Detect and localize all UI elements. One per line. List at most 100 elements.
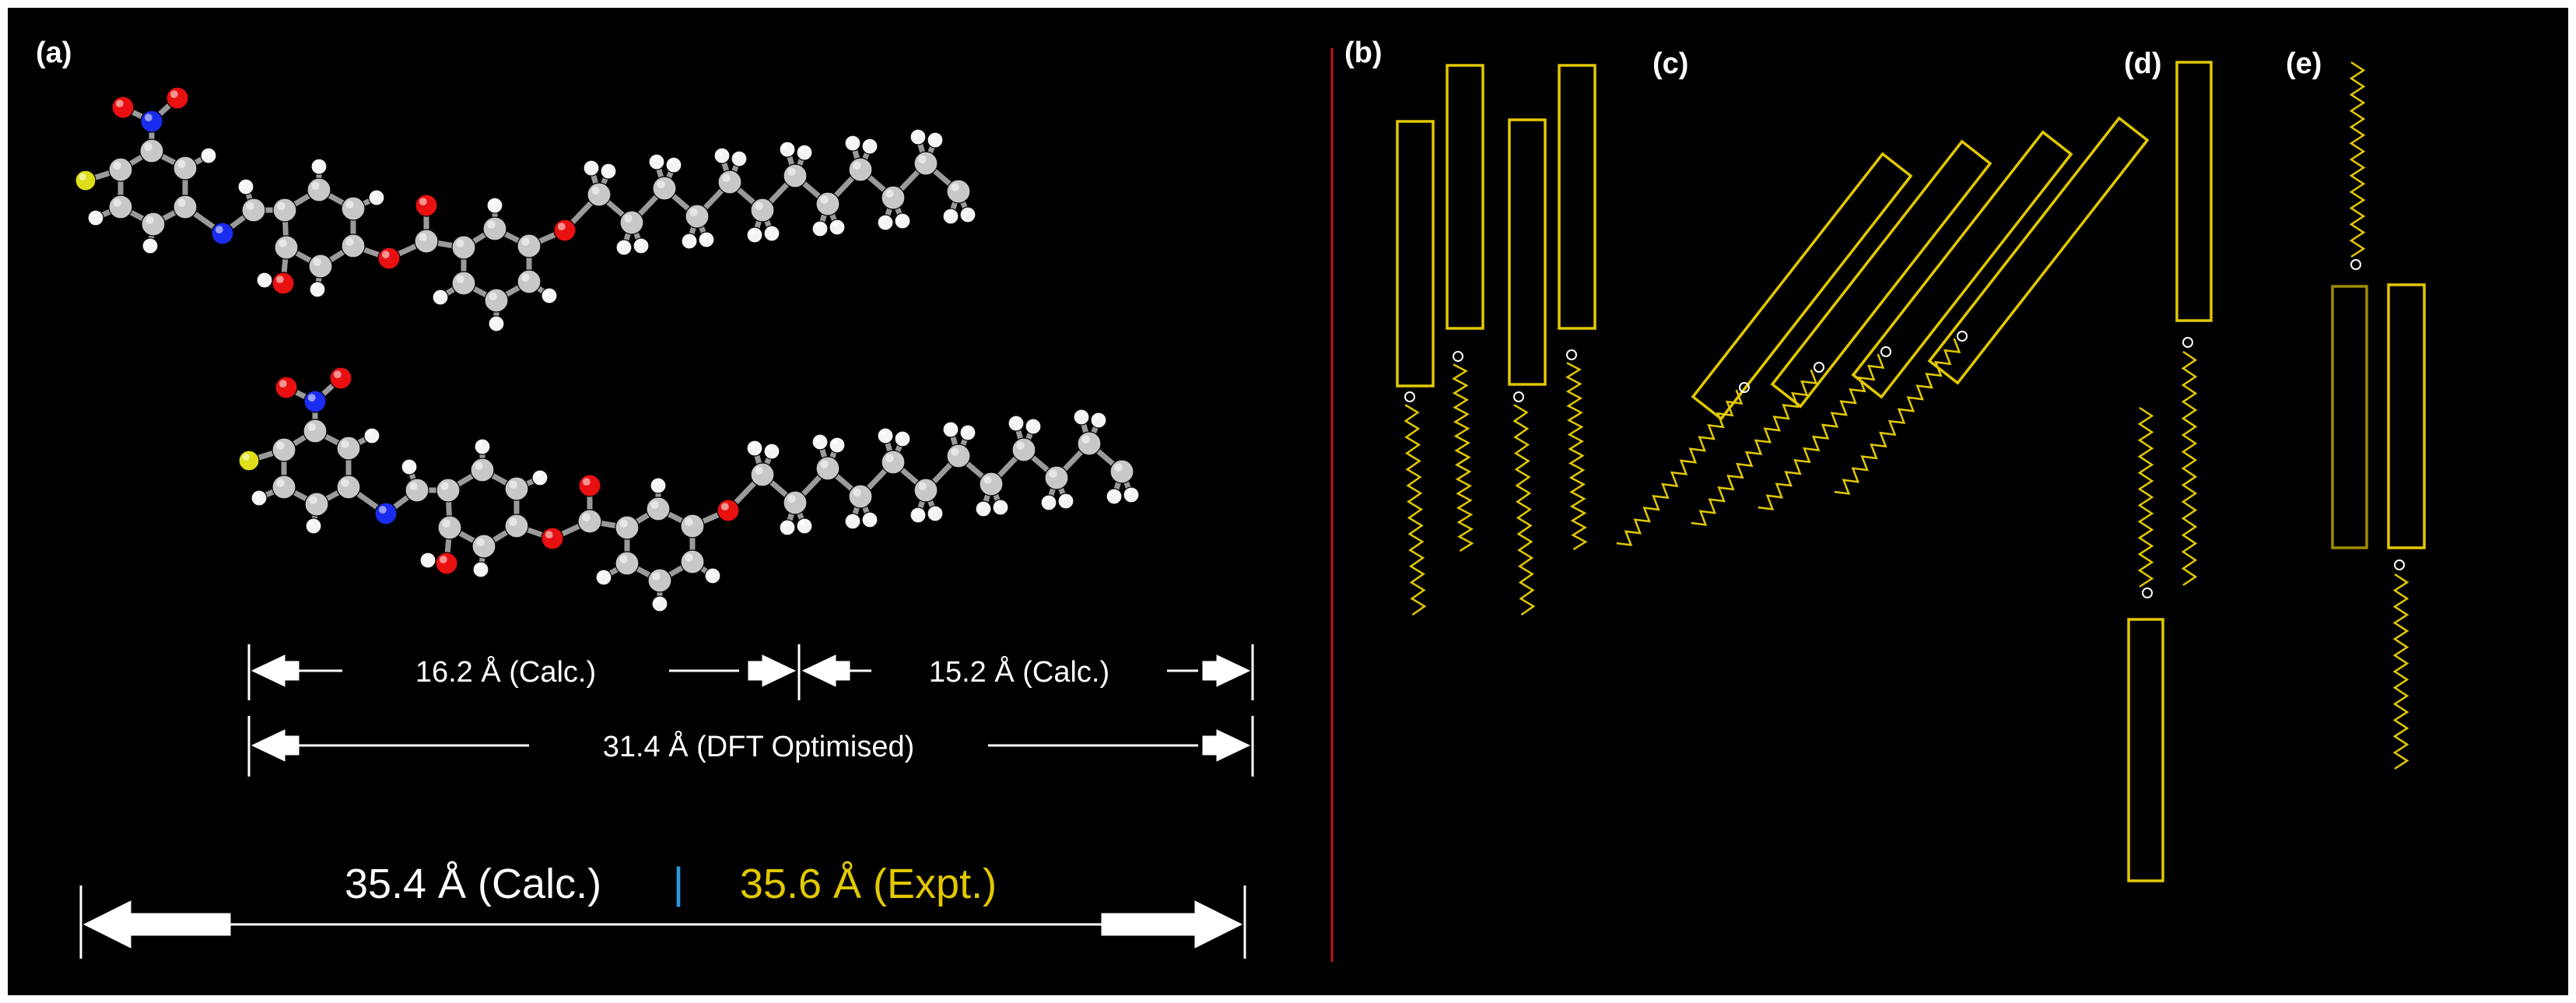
alkyl-chain bbox=[1758, 353, 1885, 510]
carbon-atom bbox=[619, 210, 644, 235]
carbon-atom bbox=[108, 157, 133, 182]
mesogen-core bbox=[2175, 61, 2213, 322]
carbon-atom-highlight bbox=[313, 258, 321, 266]
carbon-atom bbox=[750, 198, 775, 223]
nitrogen-atom-highlight bbox=[215, 226, 223, 233]
hydrogen-atom bbox=[942, 208, 959, 225]
carbon-atom-highlight bbox=[650, 500, 659, 509]
hydrogen-atom bbox=[779, 519, 796, 536]
carbon-atom bbox=[241, 198, 266, 223]
hydrogen-atom-highlight bbox=[475, 564, 482, 570]
mesogen-core bbox=[1927, 116, 2150, 385]
carbon-atom bbox=[815, 191, 840, 216]
mesogen-stack-e bbox=[2331, 283, 2426, 549]
panel-e-label: (e) bbox=[2286, 47, 2322, 80]
carbon-atom-highlight bbox=[345, 200, 354, 209]
alkyl-chains-b bbox=[1404, 349, 1588, 616]
panel-d: (d) bbox=[2124, 47, 2213, 882]
hydrogen-atom bbox=[1057, 493, 1074, 510]
hydrogen-atom-highlight bbox=[544, 290, 550, 296]
carbon-atom bbox=[881, 450, 906, 475]
carbon-atom-highlight bbox=[1049, 469, 1057, 478]
carbon-atom-highlight bbox=[509, 480, 517, 489]
carbon-atom bbox=[646, 496, 671, 521]
mesogen-core bbox=[1508, 118, 1547, 386]
carbon-atom-highlight bbox=[456, 275, 464, 283]
dim-label-dft: 31.4 Å (DFT Optimised) bbox=[603, 729, 915, 763]
carbon-atom bbox=[848, 484, 873, 509]
ester-oxygen-icon bbox=[1814, 362, 1824, 373]
carbon-atom-highlight bbox=[755, 202, 763, 210]
carbon-atom-highlight bbox=[657, 180, 665, 188]
oxygen-atom bbox=[541, 527, 564, 550]
hydrogen-atom-highlight bbox=[422, 555, 429, 560]
carbon-atom-highlight bbox=[113, 198, 121, 207]
hydrogen-atom bbox=[894, 430, 911, 447]
hydrogen-atom bbox=[486, 197, 503, 214]
alkyl-chain bbox=[1691, 369, 1818, 526]
arrowhead-right-icon bbox=[1101, 900, 1243, 949]
hydrogen-atom-highlight bbox=[701, 234, 707, 240]
hydrogen-atom bbox=[472, 561, 489, 578]
carbon-atom-highlight bbox=[591, 186, 600, 195]
carbon-atom-highlight bbox=[755, 466, 763, 475]
carbon-atom-highlight bbox=[177, 160, 186, 168]
alkyl-chain bbox=[2137, 406, 2154, 588]
carbon-atom bbox=[272, 475, 296, 500]
mesogen-core bbox=[1691, 152, 1913, 421]
hydrogen-atom bbox=[310, 158, 328, 175]
hydrogen-atom-highlight bbox=[1093, 415, 1099, 420]
carbon-atom bbox=[913, 478, 938, 503]
hydrogen-atom-highlight bbox=[945, 211, 952, 216]
carbon-atom bbox=[615, 515, 640, 540]
hydrogen-atom-highlight bbox=[913, 132, 919, 137]
hydrogen-atom bbox=[959, 206, 976, 223]
panel-e: (e) bbox=[2286, 47, 2426, 770]
carbon-atom bbox=[470, 458, 495, 482]
mesogen-core bbox=[1446, 64, 1484, 330]
hydrogen-atom bbox=[927, 505, 944, 522]
hydrogen-atom bbox=[909, 507, 927, 524]
oxygen-atom bbox=[435, 552, 458, 575]
alkyl-chain bbox=[2181, 350, 2198, 587]
fluorine-atom bbox=[75, 170, 96, 191]
hydrogen-atom bbox=[877, 427, 894, 444]
arrowhead-right-icon bbox=[1202, 654, 1251, 687]
carbon-atom bbox=[141, 212, 166, 237]
fluorine-atom bbox=[238, 450, 260, 472]
hydrogen-atom-highlight bbox=[1043, 497, 1050, 503]
hydrogen-atom bbox=[648, 153, 665, 170]
carbon-atom bbox=[471, 534, 496, 559]
hydrogen-atom bbox=[419, 552, 436, 569]
hydrogen-atom bbox=[432, 289, 449, 306]
oxygen-atom-highlight bbox=[333, 370, 342, 378]
carbon-atom-highlight bbox=[475, 461, 483, 470]
alkyl-chain bbox=[2392, 573, 2410, 770]
mesogen-core bbox=[2331, 285, 2368, 549]
hydrogen-atom-highlight bbox=[371, 192, 377, 198]
alkyl-chain bbox=[1404, 404, 1427, 616]
carbon-atom-highlight bbox=[177, 198, 186, 207]
oxygen-atom-highlight bbox=[381, 251, 390, 258]
carbon-atom bbox=[307, 177, 331, 202]
carbon-atom bbox=[750, 462, 775, 487]
hydrogen-atom bbox=[531, 469, 548, 486]
carbon-atom-highlight bbox=[918, 482, 927, 490]
ester-oxygen-icon bbox=[1739, 382, 1750, 393]
hydrogen-atom-highlight bbox=[717, 150, 723, 156]
hydrogen-atom-highlight bbox=[435, 292, 441, 297]
carbon-atom-highlight bbox=[853, 161, 861, 170]
hydrogen-atom-highlight bbox=[619, 242, 625, 247]
hydrogen-atom-highlight bbox=[815, 223, 821, 229]
carbon-atom bbox=[308, 254, 333, 279]
panel-c: (c) bbox=[1616, 47, 2150, 546]
ester-oxygen-icon bbox=[1513, 391, 1524, 402]
carbon-atom-highlight bbox=[820, 195, 829, 204]
hydrogen-atom bbox=[829, 437, 846, 454]
hydrogen-atom-highlight bbox=[782, 522, 788, 528]
hydrogen-atom-highlight bbox=[203, 150, 209, 156]
hydrogen-atom bbox=[200, 147, 217, 164]
mesogen-stack-d bbox=[2127, 61, 2213, 882]
carbon-atom bbox=[913, 151, 938, 176]
hydrogen-atom bbox=[474, 438, 491, 455]
